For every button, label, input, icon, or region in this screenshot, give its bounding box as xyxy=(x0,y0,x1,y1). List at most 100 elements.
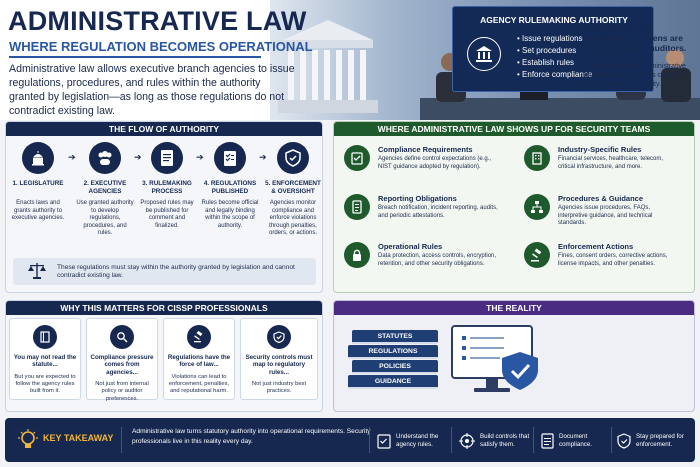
divider xyxy=(121,427,122,453)
flow-panel-title: THE FLOW OF AUTHORITY xyxy=(6,122,322,136)
takeaway-item-text: Stay prepared for enforcement. xyxy=(636,433,684,448)
target-icon xyxy=(459,433,475,449)
shield-check-icon xyxy=(617,433,631,449)
why-card-title: You may not read the statute... xyxy=(13,354,77,369)
book-icon xyxy=(33,325,57,349)
authority-box: AGENCY RULEMAKING AUTHORITY Issue regula… xyxy=(452,6,654,92)
takeaway-item: Document compliance. xyxy=(541,428,609,454)
why-card: Regulations have the force of law... Vio… xyxy=(163,318,235,400)
flow-step: 2. EXECUTIVE AGENCIES Use granted author… xyxy=(76,142,134,238)
flow-step-desc: Agencies monitor compliance and enforce … xyxy=(268,200,318,237)
takeaway-item-text: Understand the agency rules. xyxy=(396,433,439,448)
divider xyxy=(369,427,370,453)
page-subtitle: WHERE REGULATION BECOMES OPERATIONAL xyxy=(9,39,313,54)
reality-text: They are rooted in administrative enforc… xyxy=(584,63,686,88)
magnifier-icon xyxy=(110,325,134,349)
page-title: ADMINISTRATIVE LAW xyxy=(8,6,307,36)
book-label: REGULATIONS xyxy=(348,345,438,359)
why-card-title: Security controls must map to regulatory… xyxy=(245,354,313,376)
arrow-icon: ➔ xyxy=(196,152,204,162)
flow-step: 3. RULEMAKING PROCESS Proposed rules may… xyxy=(138,142,196,230)
why-card-desc: Violations can lead to enforcement, pena… xyxy=(168,373,230,395)
key-takeaway-bar: KEY TAKEAWAY Administrative law turns st… xyxy=(5,418,695,462)
why-card-desc: Not just from internal policy or auditor… xyxy=(95,381,149,402)
flowchart-icon xyxy=(524,194,550,220)
security-item-title: Enforcement Actions xyxy=(558,242,634,251)
flow-step: 4. REGULATIONS PUBLISHED Rules become of… xyxy=(201,142,259,230)
gavel-icon xyxy=(524,242,550,268)
shield-icon xyxy=(277,142,309,174)
security-panel: WHERE ADMINISTRATIVE LAW SHOWS UP FOR SE… xyxy=(333,121,695,293)
security-item-desc: Fines, consent orders, corrective action… xyxy=(558,253,668,267)
takeaway-item: Build controls that satisfy them. xyxy=(459,428,530,454)
divider xyxy=(451,427,452,453)
flow-note: These regulations must stay within the a… xyxy=(13,258,316,285)
authority-box-title: AGENCY RULEMAKING AUTHORITY xyxy=(480,15,628,25)
courthouse-icon xyxy=(467,37,501,71)
checklist-icon xyxy=(214,142,246,174)
why-card-desc: Not just industry best practices. xyxy=(251,381,307,395)
book-stack: STATUTES REGULATIONS POLICIES GUIDANCE xyxy=(346,330,438,389)
authority-list: Issue regulations Set procedures Establi… xyxy=(517,33,592,81)
security-item-desc: Agencies issue procedures, FAQs, interpr… xyxy=(558,205,653,227)
authority-item: Set procedures xyxy=(517,45,592,57)
flow-step-name: 4. REGULATIONS PUBLISHED xyxy=(203,180,257,195)
flow-step-name: 5. ENFORCEMENT & OVERSIGHT xyxy=(265,180,321,195)
reality-headline: Most day-to-day compliance burdens are n… xyxy=(584,22,687,53)
capitol-icon xyxy=(22,142,54,174)
why-card-title: Regulations have the force of law... xyxy=(167,354,231,369)
security-item-desc: Data protection, access controls, encryp… xyxy=(378,253,497,267)
key-takeaway-label: KEY TAKEAWAY xyxy=(43,433,114,443)
book-label: POLICIES xyxy=(352,360,438,374)
why-card: You may not read the statute... But you … xyxy=(9,318,81,400)
intro-text: Administrative law allows executive bran… xyxy=(9,63,295,117)
clipboard-check-icon xyxy=(344,145,370,171)
building-icon xyxy=(524,145,550,171)
security-item-title: Compliance Requirements xyxy=(378,145,473,154)
shield-check-icon xyxy=(267,325,291,349)
divider xyxy=(533,427,534,453)
security-panel-title: WHERE ADMINISTRATIVE LAW SHOWS UP FOR SE… xyxy=(334,122,694,136)
lock-icon xyxy=(344,242,370,268)
flow-step: 5. ENFORCEMENT & OVERSIGHT Agencies moni… xyxy=(264,142,322,238)
authority-item: Establish rules xyxy=(517,57,592,69)
takeaway-item: Stay prepared for enforcement. xyxy=(617,428,694,454)
lightbulb-icon xyxy=(18,429,38,448)
reality-panel-title: THE REALITY xyxy=(334,301,694,315)
flow-step-name: 1. LEGISLATURE xyxy=(12,180,64,187)
security-item-title: Reporting Obligations xyxy=(378,194,457,203)
scales-icon xyxy=(28,263,46,279)
arrow-icon: ➔ xyxy=(134,152,142,162)
why-card: Compliance pressure comes from agencies.… xyxy=(86,318,158,402)
people-icon xyxy=(89,142,121,174)
why-card: Security controls must map to regulatory… xyxy=(240,318,318,400)
clipboard-icon xyxy=(377,434,391,449)
why-card-desc: But you are expected to follow the agenc… xyxy=(14,373,76,395)
flow-step-name: 2. EXECUTIVE AGENCIES xyxy=(83,180,127,195)
why-card-title: Compliance pressure comes from agencies.… xyxy=(90,354,154,376)
arrow-icon: ➔ xyxy=(259,152,267,162)
divider xyxy=(611,427,612,453)
security-item-title: Operational Rules xyxy=(378,242,443,251)
authority-item: Issue regulations xyxy=(517,33,592,45)
takeaway-item-text: Document compliance. xyxy=(559,433,593,448)
takeaway-item-text: Build controls that satisfy them. xyxy=(480,433,530,448)
header: ADMINISTRATIVE LAW WHERE REGULATION BECO… xyxy=(0,0,700,120)
takeaway-item: Understand the agency rules. xyxy=(377,428,446,454)
flow-note-text: These regulations must stay within the a… xyxy=(57,264,295,279)
flow-step: 1. LEGISLATURE Enacts laws and grants au… xyxy=(9,142,67,223)
authority-item: Enforce compliance xyxy=(517,69,592,81)
security-item-desc: Financial services, healthcare, telecom,… xyxy=(558,156,664,170)
document-icon xyxy=(541,433,554,449)
flow-step-desc: Rules become official and legally bindin… xyxy=(201,200,259,229)
security-item-title: Procedures & Guidance xyxy=(558,194,644,203)
book-label: GUIDANCE xyxy=(348,375,438,389)
arrow-icon: ➔ xyxy=(68,152,76,162)
why-panel-title: WHY THIS MATTERS FOR CISSP PROFESSIONALS xyxy=(6,301,322,315)
